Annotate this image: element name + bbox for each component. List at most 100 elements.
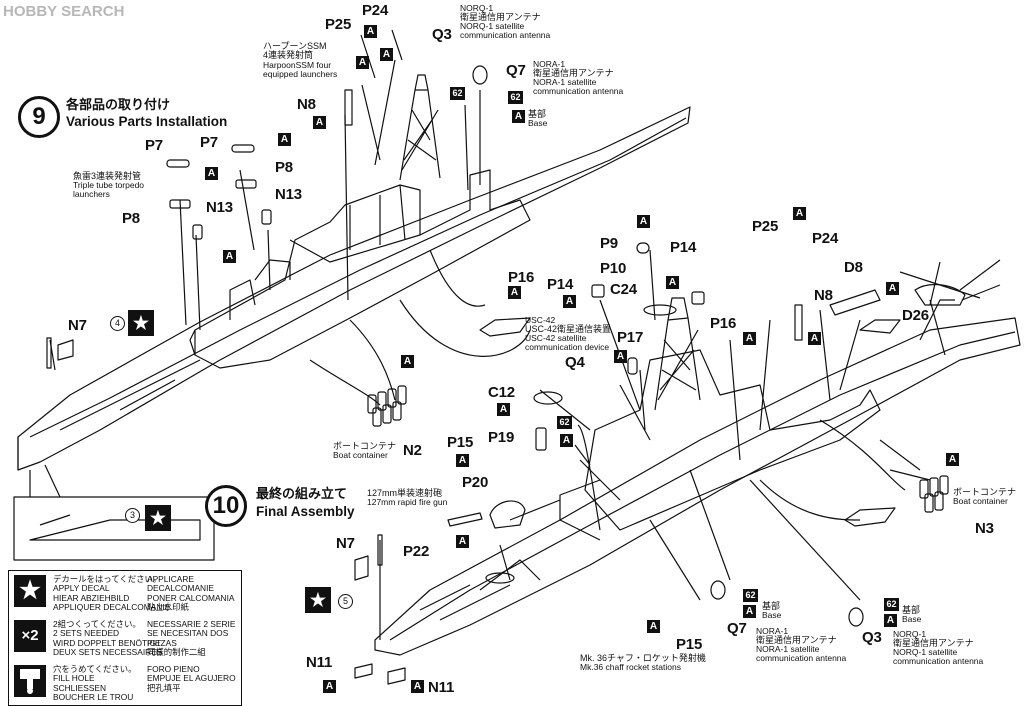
boat-container-right: [919, 475, 949, 513]
part-number-62-badge: 62: [450, 87, 465, 100]
part-tree-a-badge: A: [563, 295, 576, 308]
part-label: P10: [600, 260, 627, 277]
part-label: P8: [275, 159, 293, 176]
part-label: D8: [844, 259, 863, 276]
part-label: P15: [676, 636, 703, 653]
decal-number: 3: [125, 508, 140, 523]
legend-row-sets: ×2 2組つくってください。2 SETS NEEDED WIRD DOPPELT…: [9, 616, 241, 660]
part-label: N7: [68, 317, 87, 334]
star-icon: ★: [128, 310, 154, 336]
step-10-title-en: Final Assembly: [256, 504, 355, 519]
part-tree-a-badge: A: [743, 605, 756, 618]
part-number-62-badge: 62: [884, 598, 899, 611]
part-tree-a-badge: A: [356, 56, 369, 69]
part-label: P20: [462, 474, 489, 491]
part-tree-a-badge: A: [456, 454, 469, 467]
part-tree-a-badge: A: [560, 434, 573, 447]
upper-hull-deckline: [29, 117, 687, 438]
step-9-number: 9: [18, 96, 60, 138]
part-label: N13: [275, 186, 302, 203]
part-tree-a-badge: A: [666, 276, 679, 289]
part-label: N13: [206, 199, 233, 216]
part-tree-a-badge: A: [793, 207, 806, 220]
part-label: N11: [306, 654, 333, 671]
step-9-title-jp: 各部品の取り付け: [66, 97, 171, 112]
part-tree-a-badge: A: [743, 332, 756, 345]
part-label: Q3: [432, 26, 452, 43]
part-tree-a-badge: A: [411, 680, 424, 693]
inset-detail-panel: [13, 496, 215, 561]
helicopter-drawing: [899, 261, 1001, 306]
part-label: N8: [814, 287, 833, 304]
upper-hull-outline: [17, 106, 691, 471]
part-label: P25: [325, 16, 352, 33]
part-label: C24: [610, 281, 637, 298]
part-number-62-badge: 62: [557, 416, 572, 429]
part-label: N8: [297, 96, 316, 113]
boat-d26: [859, 319, 901, 334]
step-10-title-jp: 最終の組み立て: [256, 486, 348, 501]
part-label: Q3: [862, 629, 882, 646]
part-label: N3: [975, 520, 994, 537]
boat-container-left: [367, 385, 407, 427]
part-label: P15: [447, 434, 474, 451]
part-tree-a-badge: A: [886, 282, 899, 295]
lower-mast: [654, 317, 701, 411]
part-number-62-badge: 62: [743, 589, 758, 602]
decal-number: 4: [110, 316, 125, 331]
part-label: Q7: [727, 620, 747, 637]
lower-superstructure: [584, 349, 881, 531]
part-label: P24: [362, 2, 389, 19]
part-label: P16: [508, 269, 535, 286]
part-tree-a-badge: A: [364, 25, 377, 38]
part-label: P22: [403, 543, 430, 560]
part-label: P24: [812, 230, 839, 247]
part-label: C12: [488, 384, 515, 401]
part-tree-a-badge: A: [512, 110, 525, 123]
drill-hole-icon: [14, 665, 46, 697]
part-label: P7: [145, 137, 163, 154]
part-tree-a-badge: A: [323, 680, 336, 693]
part-tree-a-badge: A: [808, 332, 821, 345]
part-tree-a-badge: A: [313, 116, 326, 129]
part-label: P8: [122, 210, 140, 227]
part-label: N2: [403, 442, 422, 459]
part-label: P16: [710, 315, 737, 332]
part-tree-a-badge: A: [884, 614, 897, 627]
part-tree-a-badge: A: [401, 355, 414, 368]
lower-hull-deckline: [389, 331, 1016, 641]
part-label: N7: [336, 535, 355, 552]
watermark-logo: HOBBY SEARCH: [3, 3, 125, 20]
step-10-number: 10: [205, 485, 247, 527]
star-icon: ★: [305, 587, 331, 613]
part-number-62-badge: 62: [508, 91, 523, 104]
part-tree-a-badge: A: [614, 350, 627, 363]
symbol-legend: ★ デカールをはってください。APPLY DECAL HIEAR ABZIEHB…: [8, 570, 242, 706]
part-label: Q4: [565, 354, 585, 371]
part-tree-a-badge: A: [278, 133, 291, 146]
part-label: P14: [670, 239, 697, 256]
upper-mast: [399, 89, 441, 181]
lower-hull-outline: [374, 317, 1021, 656]
legend-row-decal: ★ デカールをはってください。APPLY DECAL HIEAR ABZIEHB…: [9, 571, 241, 615]
star-icon: ★: [14, 575, 46, 607]
times-two-icon: ×2: [14, 620, 46, 652]
part-tree-a-badge: A: [508, 286, 521, 299]
part-tree-a-badge: A: [223, 250, 236, 263]
part-tree-a-badge: A: [946, 453, 959, 466]
step-9-title-en: Various Parts Installation: [66, 114, 228, 129]
star-icon: ★: [145, 505, 171, 531]
